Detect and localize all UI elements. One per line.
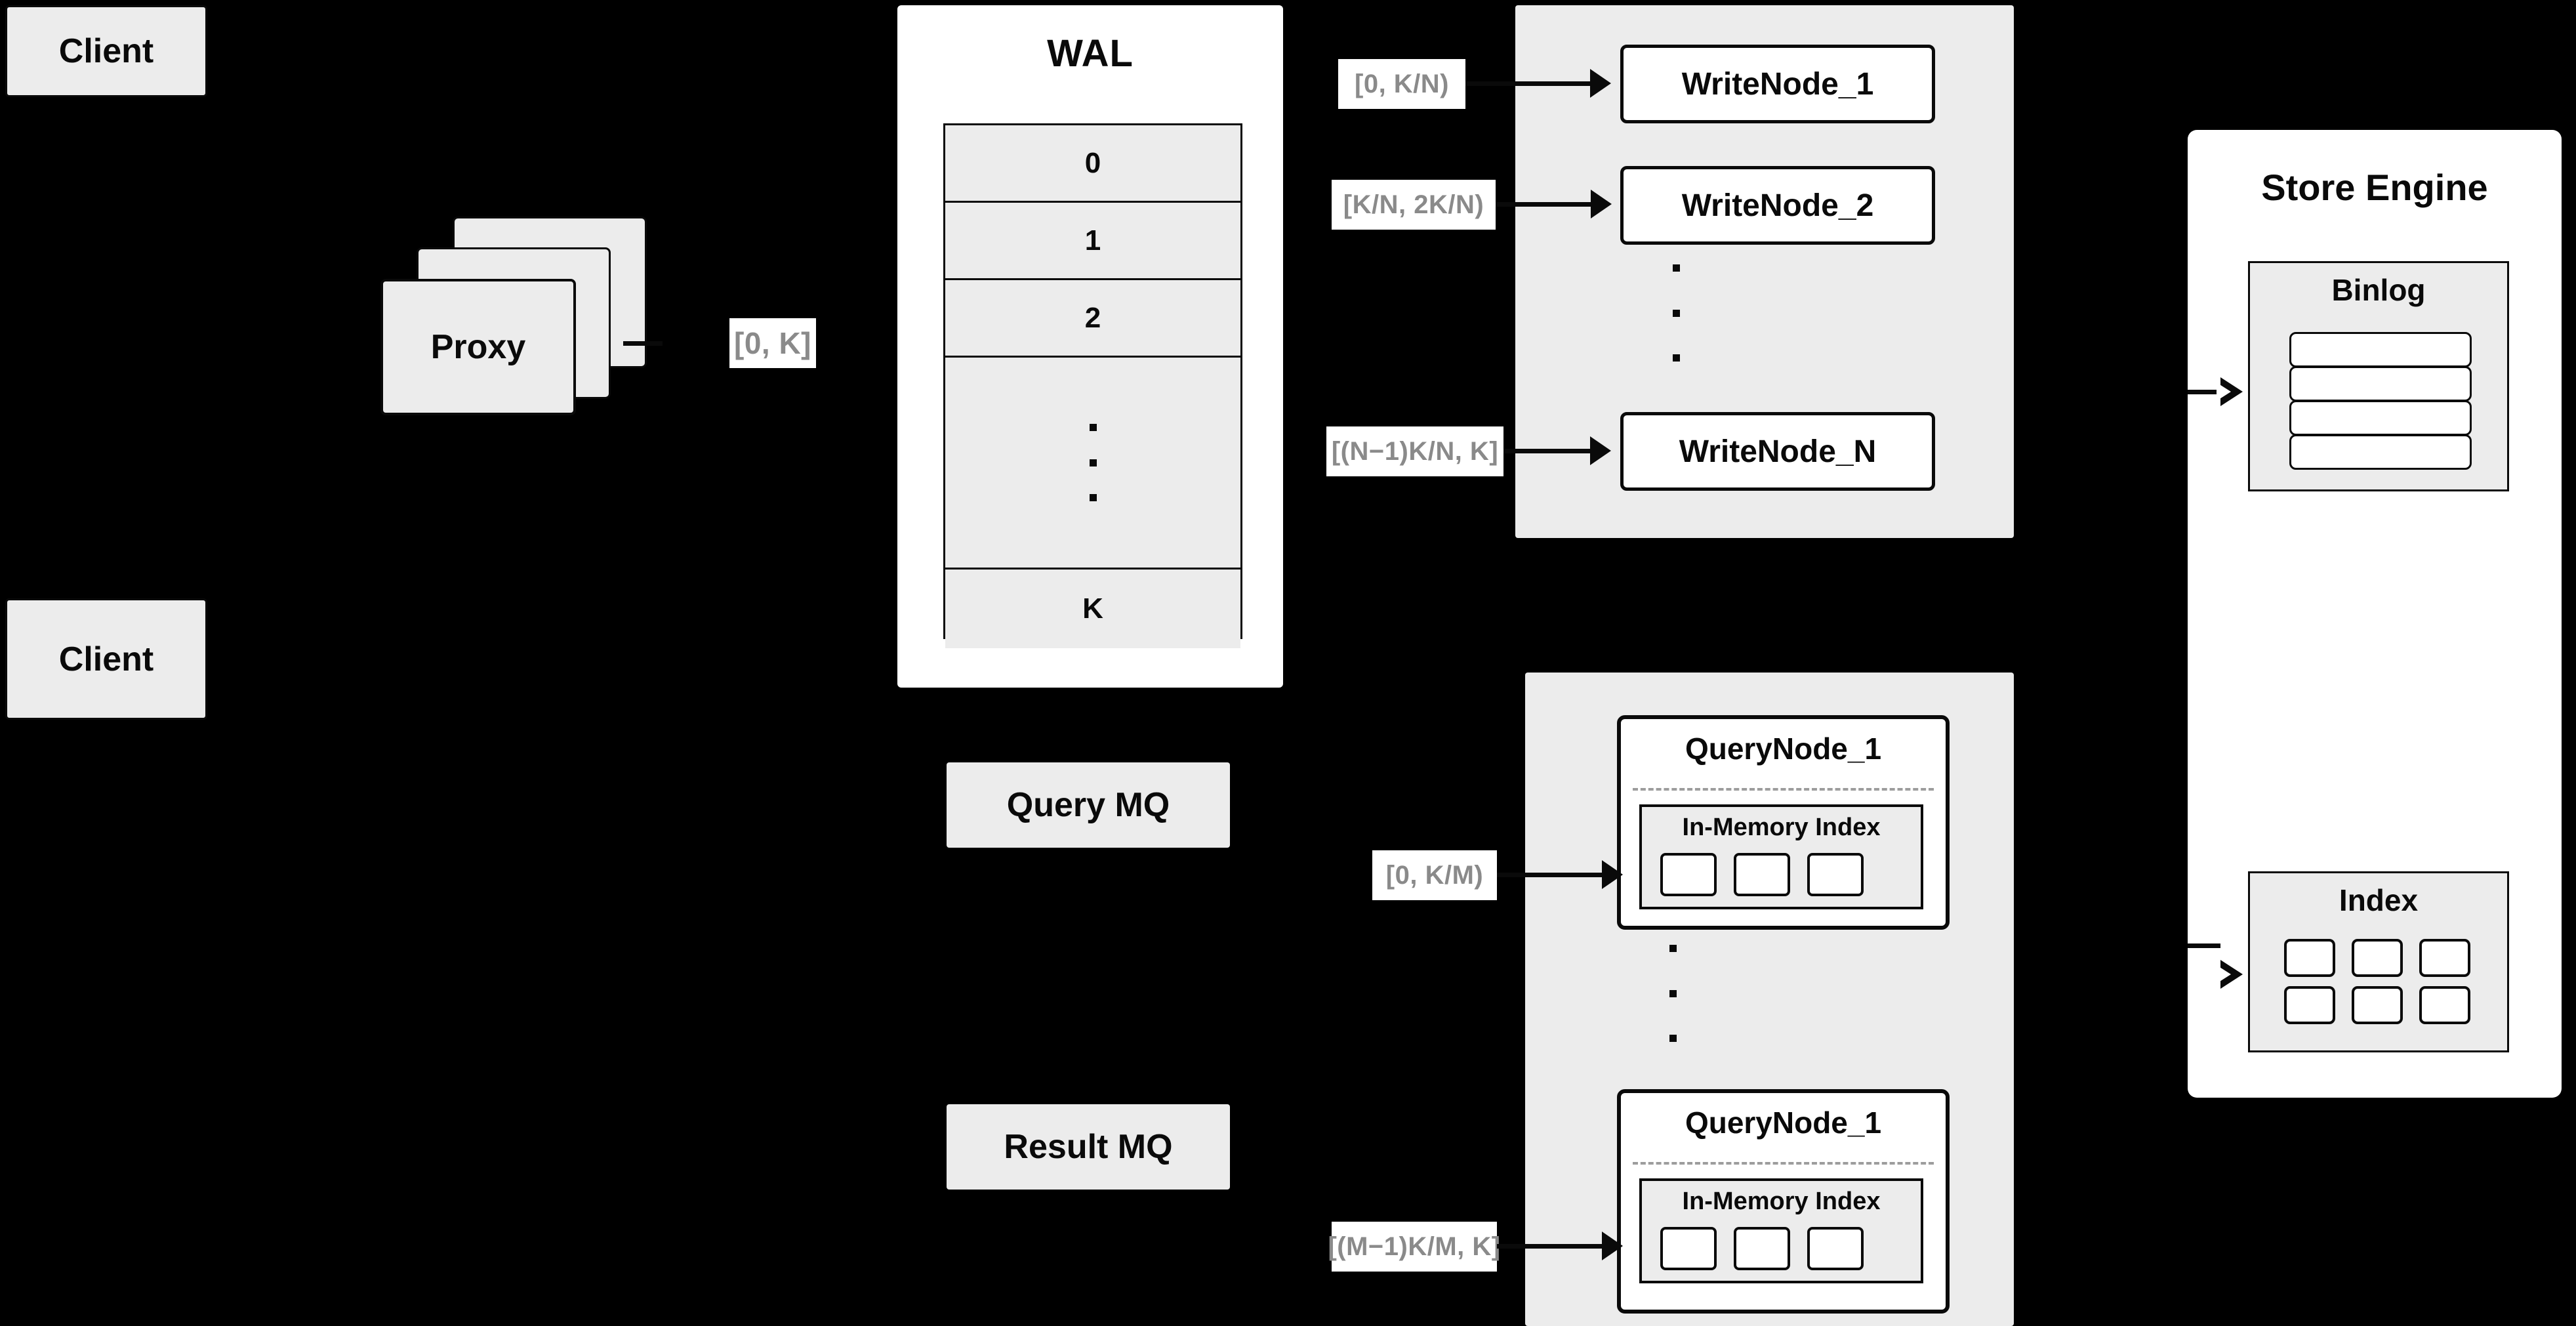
result-mq-box[interactable]: Result MQ — [947, 1104, 1230, 1190]
index-cell[interactable] — [2352, 939, 2403, 977]
arrow-head-icon — [1602, 860, 1623, 889]
client-box-2[interactable]: Client — [5, 598, 207, 720]
store-engine-panel: Store Engine Binlog Index — [2188, 130, 2562, 1098]
wal-row[interactable]: K — [945, 570, 1240, 648]
arrow-head-icon — [1602, 1232, 1623, 1260]
in-memory-index-title: In-Memory Index — [1682, 814, 1881, 841]
arrow-line-query-node-2 — [1497, 1244, 1602, 1249]
arrow-line-index — [2188, 943, 2220, 948]
index-cell[interactable] — [1734, 853, 1790, 896]
arrow-line-binlog — [2188, 390, 2220, 394]
in-memory-index-panel: In-Memory Index — [1639, 804, 1923, 909]
query-node-1[interactable]: QueryNode_1 In-Memory Index — [1617, 715, 1950, 930]
index-cell[interactable] — [1807, 1227, 1864, 1270]
wal-row[interactable]: 1 — [945, 203, 1240, 280]
query-node-cluster: QueryNode_1 In-Memory Index QueryNode_1 … — [1525, 673, 2014, 1326]
range-label-proxy-wal: [0, K] — [729, 318, 816, 368]
wal-row[interactable]: 0 — [945, 125, 1240, 203]
arrow-line-write-node-n — [1503, 449, 1590, 453]
write-node-2[interactable]: WriteNode_2 — [1620, 166, 1935, 245]
binlog-row[interactable] — [2289, 332, 2472, 367]
vertical-ellipsis-icon — [1673, 264, 1981, 362]
range-label-write-node-1: [0, K/N) — [1338, 59, 1465, 109]
index-cell[interactable] — [2419, 986, 2470, 1024]
query-node-title: QueryNode_1 — [1685, 1106, 1882, 1140]
binlog-row[interactable] — [2289, 400, 2472, 436]
index-cell[interactable] — [2352, 986, 2403, 1024]
arrow-head-hollow-icon — [2217, 377, 2243, 406]
range-label-query-node-2: [(M−1)K/M, K] — [1328, 1222, 1500, 1272]
query-mq-box[interactable]: Query MQ — [947, 762, 1230, 848]
proxy-label: Proxy — [430, 328, 526, 366]
range-label-write-node-n: [(N−1)K/N, K] — [1326, 426, 1503, 476]
wal-table: 0 1 2 K — [943, 123, 1242, 648]
client-box-1[interactable]: Client — [5, 5, 207, 97]
write-node-n[interactable]: WriteNode_N — [1620, 412, 1935, 491]
arrow-line-query-node-1 — [1497, 873, 1602, 877]
range-label-write-node-2: [K/N, 2K/N) — [1332, 180, 1496, 230]
arrow-head-icon — [1591, 190, 1612, 218]
arrow-head-icon — [1590, 436, 1611, 465]
proxy-to-wal-line — [623, 341, 663, 346]
query-node-2[interactable]: QueryNode_1 In-Memory Index — [1617, 1089, 1950, 1314]
index-panel: Index — [2248, 871, 2509, 1052]
range-label-query-node-1: [0, K/M) — [1372, 850, 1497, 900]
index-cell[interactable] — [1734, 1227, 1790, 1270]
index-cell[interactable] — [2284, 986, 2335, 1024]
query-node-title: QueryNode_1 — [1685, 732, 1882, 766]
wal-row[interactable]: 2 — [945, 280, 1240, 358]
in-memory-index-panel: In-Memory Index — [1639, 1178, 1923, 1283]
index-cell[interactable] — [1807, 853, 1864, 896]
arrow-head-icon — [1590, 69, 1611, 98]
index-title: Index — [2339, 883, 2419, 917]
wal-row-ellipsis — [945, 358, 1240, 570]
vertical-ellipsis-icon — [1669, 945, 1978, 1042]
query-node-separator — [1633, 1162, 1934, 1165]
wal-title: WAL — [1047, 32, 1134, 75]
index-cell[interactable] — [2284, 939, 2335, 977]
client-label: Client — [58, 32, 154, 70]
binlog-row[interactable] — [2289, 434, 2472, 470]
client-label: Client — [58, 640, 154, 678]
query-node-separator — [1633, 788, 1934, 791]
binlog-row[interactable] — [2289, 366, 2472, 402]
binlog-title: Binlog — [2331, 273, 2426, 307]
arrow-line-write-node-1 — [1465, 81, 1590, 86]
proxy-card-front[interactable]: Proxy — [380, 279, 576, 415]
arrow-head-hollow-icon — [2217, 960, 2243, 989]
vertical-ellipsis-icon — [1089, 424, 1097, 501]
in-memory-index-title: In-Memory Index — [1682, 1188, 1881, 1215]
wal-panel: WAL 0 1 2 K — [897, 5, 1283, 688]
index-cell[interactable] — [2419, 939, 2470, 977]
index-cell[interactable] — [1660, 1227, 1717, 1270]
binlog-panel: Binlog — [2248, 261, 2509, 491]
store-engine-title: Store Engine — [2261, 167, 2488, 208]
index-cell[interactable] — [1660, 853, 1717, 896]
write-node-1[interactable]: WriteNode_1 — [1620, 45, 1935, 123]
proxy-stack[interactable]: Proxy — [380, 217, 695, 433]
arrow-line-write-node-2 — [1496, 202, 1591, 207]
